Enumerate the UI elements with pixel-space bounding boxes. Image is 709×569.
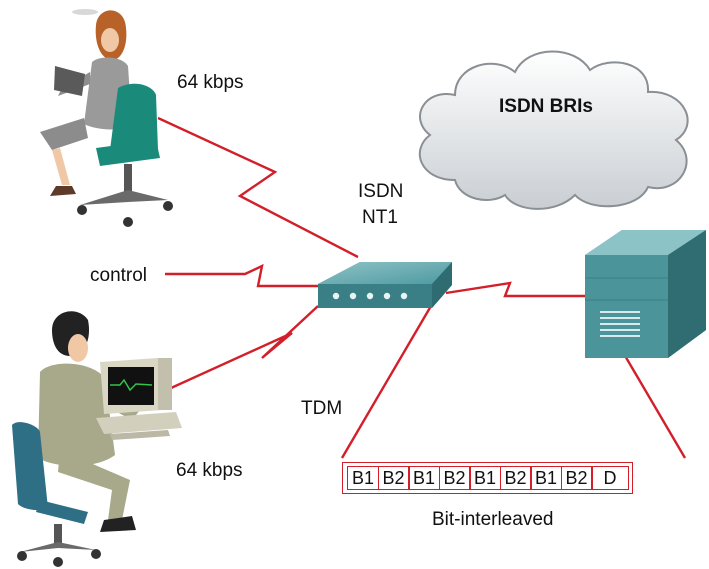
server-vent (600, 311, 640, 337)
nt1-led (366, 292, 374, 300)
tdm-label: TDM (301, 398, 343, 419)
bottom-rate-label: 64 kbps (176, 460, 243, 481)
nt1-led (349, 292, 357, 300)
link-top-user (157, 116, 359, 259)
nt1-label-line2: NT1 (362, 207, 398, 228)
frame-cell-d: D (591, 466, 629, 490)
frame-cell: B2 (499, 466, 532, 490)
interleave-label: Bit-interleaved (432, 509, 554, 530)
frame-cell: B1 (469, 466, 501, 490)
frame-cell: B1 (408, 466, 440, 490)
links (157, 116, 687, 459)
nt1-device (318, 262, 452, 308)
frame-cell: B2 (560, 466, 593, 490)
nt1-led (383, 292, 391, 300)
nt1-led (332, 292, 340, 300)
link-control (165, 263, 318, 288)
isdn-cloud (418, 50, 689, 210)
top-user-figure (40, 9, 173, 227)
frame-cell: B2 (377, 466, 410, 490)
link-bottom-user (159, 305, 319, 395)
link-nt1-server (445, 281, 590, 298)
nt1-label-line1: ISDN (358, 181, 404, 202)
control-label: control (90, 265, 148, 286)
frame-cell: B1 (530, 466, 562, 490)
cloud-label: ISDN BRIs (499, 96, 593, 117)
top-rate-label: 64 kbps (177, 72, 244, 93)
nt1-led (400, 292, 408, 300)
frame-cell: B1 (347, 466, 379, 490)
server-device (585, 230, 706, 358)
tdm-line-left (340, 293, 440, 459)
frame-cell: B2 (438, 466, 471, 490)
bottom-user-figure (12, 311, 182, 567)
bri-frame: B1 B2 B1 B2 B1 B2 B1 B2 D (342, 462, 633, 494)
